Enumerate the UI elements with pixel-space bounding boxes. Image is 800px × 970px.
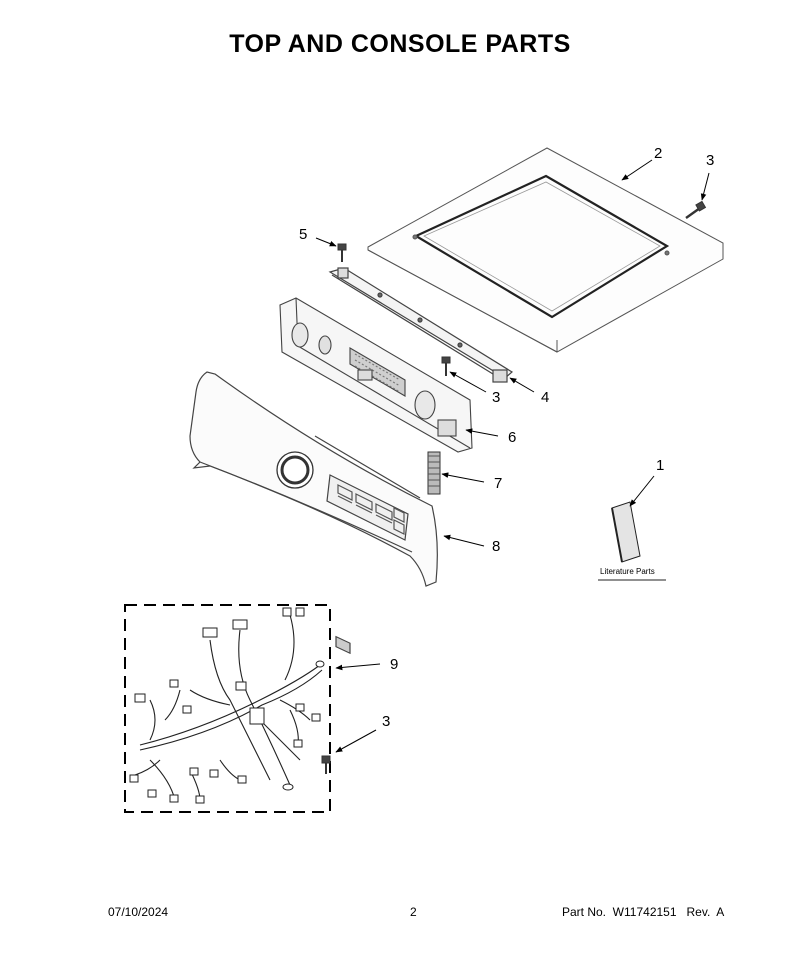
screw-5 [337, 243, 347, 262]
callout-5: 5 [299, 226, 307, 243]
callout-6: 6 [508, 429, 516, 446]
literature-label: Literature Parts [600, 567, 655, 576]
footer-date: 07/10/2024 [108, 905, 169, 919]
page-title: TOP AND CONSOLE PARTS [229, 30, 571, 58]
callout-3-lower: 3 [382, 713, 390, 730]
callout-4: 4 [541, 389, 549, 406]
footer-page-number: 2 [410, 905, 417, 919]
ribbon-cable [427, 451, 441, 495]
callout-2: 2 [654, 145, 662, 162]
screw-3-middle [441, 356, 451, 376]
callout-3-middle: 3 [492, 389, 500, 406]
screw-3-top [685, 200, 707, 219]
leader-lines [315, 159, 710, 753]
literature-parts [598, 501, 666, 581]
callout-8: 8 [492, 538, 500, 555]
console-support [279, 297, 473, 453]
top-panel [367, 147, 724, 353]
callout-3-top: 3 [706, 152, 714, 169]
callout-1: 1 [656, 457, 664, 474]
wire-harness [124, 604, 331, 813]
callout-9: 9 [390, 656, 398, 673]
footer-part-number: Part No. W11742151 Rev. A [562, 905, 725, 919]
screw-3-lower [321, 755, 331, 774]
console-panel [189, 371, 438, 655]
console-bracket [328, 267, 514, 383]
callout-7: 7 [494, 475, 502, 492]
